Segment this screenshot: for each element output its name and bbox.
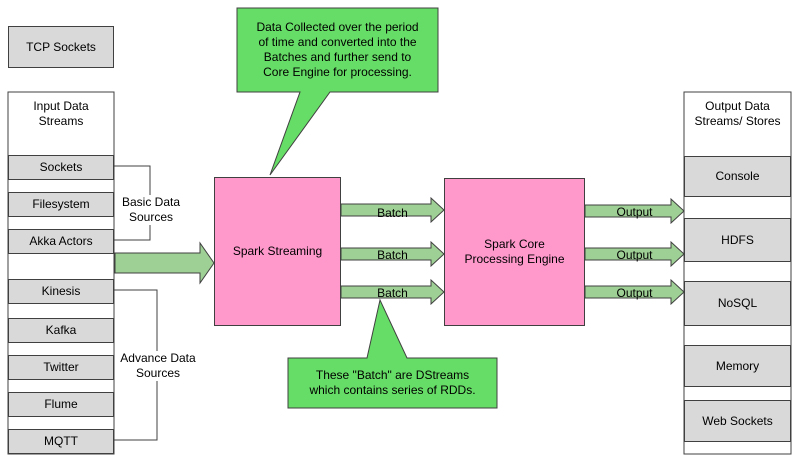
- batch-label-1: Batch: [377, 206, 408, 220]
- input-header-line-2: Streams: [38, 114, 84, 128]
- batch-label-2: Batch: [377, 248, 408, 262]
- output-arrow-3: [584, 278, 685, 306]
- spark-core-box: Spark Core Processing Engine: [444, 178, 585, 326]
- output-item-memory: Memory: [684, 345, 791, 387]
- tcp-sockets-box: TCP Sockets: [8, 26, 114, 68]
- batch-arrow-1: [340, 196, 445, 224]
- output-label-2: Output: [616, 248, 653, 262]
- output-header: Output Data Streams/ Stores: [684, 99, 791, 129]
- output-header-line-2: Streams/ Stores: [694, 114, 781, 128]
- input-header: Input Data Streams: [8, 99, 114, 129]
- input-item-twitter: Twitter: [8, 355, 114, 380]
- input-header-line-1: Input Data: [33, 99, 89, 113]
- spark-streaming-label: Spark Streaming: [232, 244, 323, 258]
- output-arrow-2: [584, 240, 685, 268]
- input-item-filesystem: Filesystem: [8, 192, 114, 217]
- input-item-sockets: Sockets: [8, 155, 114, 180]
- output-item-hdfs: HDFS: [684, 218, 791, 262]
- spark-core-label-line-2: Processing Engine: [464, 252, 565, 266]
- output-item-console: Console: [684, 156, 791, 197]
- basic-sources-label: Basic Data Sources: [115, 195, 187, 225]
- bottom-callout-text: These "Batch" are DStreams which contain…: [309, 368, 476, 397]
- output-item-web-sockets: Web Sockets: [684, 400, 791, 442]
- output-label-1: Output: [616, 205, 653, 219]
- top-callout-shape: [236, 7, 439, 176]
- batch-arrow-2: [340, 240, 445, 268]
- output-arrow-1: [584, 197, 685, 225]
- input-item-mqtt: MQTT: [8, 429, 114, 454]
- output-header-line-1: Output Data: [705, 99, 770, 113]
- bottom-callout-shape: [287, 298, 498, 409]
- batch-label-3: Batch: [377, 286, 408, 300]
- output-column: [683, 91, 792, 455]
- input-item-flume: Flume: [8, 392, 114, 417]
- spark-streaming-box: Spark Streaming: [214, 177, 341, 326]
- batch-arrow-3: [340, 278, 445, 306]
- input-item-kafka: Kafka: [8, 318, 114, 343]
- tcp-sockets-label: TCP Sockets: [26, 39, 96, 54]
- input-item-kinesis: Kinesis: [8, 279, 114, 304]
- input-to-streaming-arrow: [114, 241, 215, 285]
- output-label-3: Output: [616, 286, 653, 300]
- input-item-akka-actors: Akka Actors: [8, 229, 114, 254]
- advance-sources-label: Advance Data Sources: [116, 351, 200, 381]
- top-callout-text: Data Collected over the period of time a…: [256, 20, 419, 79]
- spark-core-label-line-1: Spark Core: [484, 237, 545, 251]
- output-item-nosql: NoSQL: [684, 281, 791, 326]
